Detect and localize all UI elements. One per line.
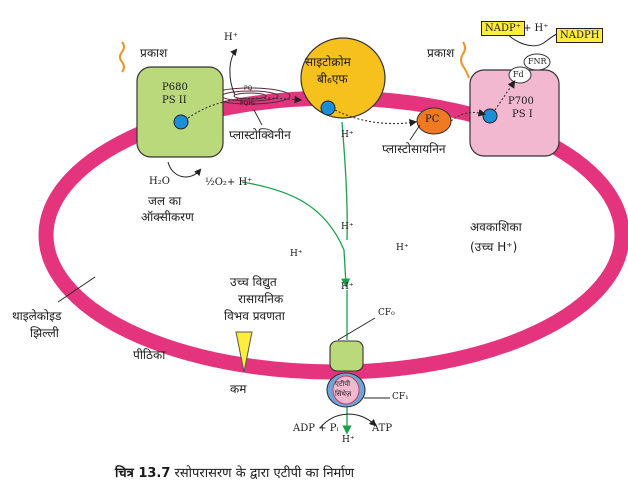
h-plus-path-3: H⁺: [341, 282, 354, 292]
plus-h-label: + H⁺: [523, 23, 549, 34]
plastoquinone-shuttle: [209, 87, 291, 105]
ps1-label-1: P700: [508, 96, 534, 107]
gradient-label-2: रासायनिक: [238, 292, 284, 306]
light-icon-left: [119, 41, 125, 73]
cytochrome-complex: [300, 37, 386, 119]
light-label-right: प्रकाश: [427, 46, 455, 60]
thylakoid-membrane-label-2: झिल्ली: [30, 326, 59, 340]
gradient-label-1: उच्च विद्युत: [230, 275, 277, 289]
thylakoid-membrane-label-1: थाइलेकोइड: [12, 309, 62, 323]
ps2-label-1: P680: [162, 82, 188, 93]
adp-label: ADP + Pᵢ: [293, 423, 339, 434]
ps1-label-2: PS I: [512, 109, 533, 120]
light-label-left: प्रकाश: [140, 46, 168, 60]
atp-synthase-core: [332, 375, 360, 405]
lumen-label-2: (उच्च H⁺): [470, 240, 518, 254]
nadp-box: NADP⁺: [481, 21, 525, 36]
h-plus-bottom: H⁺: [342, 435, 355, 445]
pc-label: PC: [425, 114, 440, 125]
cf0-subunit: [329, 340, 364, 372]
plastocyanin-label: प्लास्टोसायनिन: [382, 142, 446, 156]
lumen-label-1: अवकाशिका: [470, 220, 522, 234]
caption-number: चित्र 13.7: [115, 466, 171, 481]
h-pump-arrow: [229, 48, 238, 96]
gradient-label-3: विभव प्रवणता: [224, 309, 285, 323]
atp-formation-arrow: [319, 413, 377, 429]
nadph-box: NADPH: [556, 28, 604, 43]
h-plus-top: H⁺: [224, 32, 238, 43]
fd-label: Fd: [513, 70, 524, 79]
cytochrome-label-2: बी₆एफ: [317, 72, 348, 86]
ps2-complex: [136, 66, 224, 158]
pqh2-label: PQH₂: [240, 100, 256, 107]
cytochrome-dot: [320, 100, 336, 116]
fnr-oval: [523, 53, 551, 71]
atp-synthase-label-2: सिंथेज़: [335, 390, 352, 398]
leader-lines: [57, 109, 421, 399]
cf0-label: CF₀: [378, 308, 395, 318]
figure-caption: चित्र 13.7 रसोपरासरण के द्वारा एटीपी का …: [115, 463, 354, 481]
o2-label: ½O₂+ H⁺: [205, 177, 253, 188]
cytochrome-label-1: साइटोक्रोम: [305, 55, 351, 69]
stroma-label: पीठिका: [133, 348, 166, 362]
water-oxidation-label-1: जल का: [148, 194, 182, 208]
cf1-label: CF₁: [392, 392, 409, 402]
atp-label: ATP: [372, 423, 393, 434]
h-plus-lumen-2: H⁺: [396, 243, 409, 253]
proton-paths: [241, 121, 352, 435]
fd-oval: [508, 66, 532, 84]
ps2-label-2: PS II: [162, 95, 187, 106]
low-label: कम: [230, 382, 247, 396]
h-plus-lumen-1: H⁺: [290, 249, 303, 259]
water-oxidation-label-2: ऑक्सीकरण: [141, 210, 194, 224]
ps1-reaction-center: [482, 108, 498, 124]
caption-text: रसोपरासरण के द्वारा एटीपी का निर्माण: [170, 466, 355, 481]
plastoquinone-label: प्लास्टोक्विनीन: [229, 128, 291, 142]
ps2-reaction-center: [173, 114, 189, 130]
water-oxidation-arrow: [167, 161, 202, 178]
h-plus-path-1: H⁺: [341, 130, 354, 140]
h2o-label: H₂O: [149, 176, 170, 187]
fnr-label: FNR: [528, 57, 547, 66]
electron-flow: [187, 80, 516, 127]
gradient-arrow: [235, 331, 253, 373]
atp-synthase-label-1: एटीपी: [335, 380, 351, 388]
pq-label: PQ: [244, 85, 253, 92]
h-plus-path-2: H⁺: [341, 222, 354, 232]
light-icon-right: [460, 41, 470, 79]
